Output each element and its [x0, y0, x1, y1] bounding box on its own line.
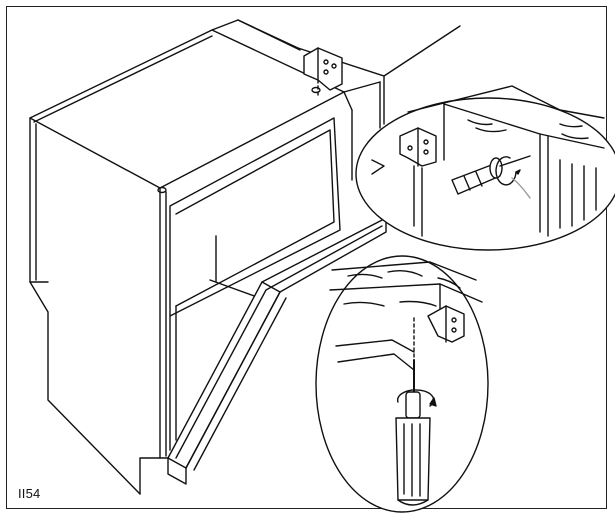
detail-callout-bottom [315, 255, 489, 513]
figure-code-label: II54 [18, 486, 41, 501]
cabinet-countertop [211, 19, 461, 181]
detail-callout-top [355, 85, 615, 251]
mounting-bracket [303, 47, 343, 97]
dishwasher-opening [169, 117, 341, 451]
dishwasher-body [29, 29, 353, 495]
furniture-door-panel [167, 217, 387, 485]
